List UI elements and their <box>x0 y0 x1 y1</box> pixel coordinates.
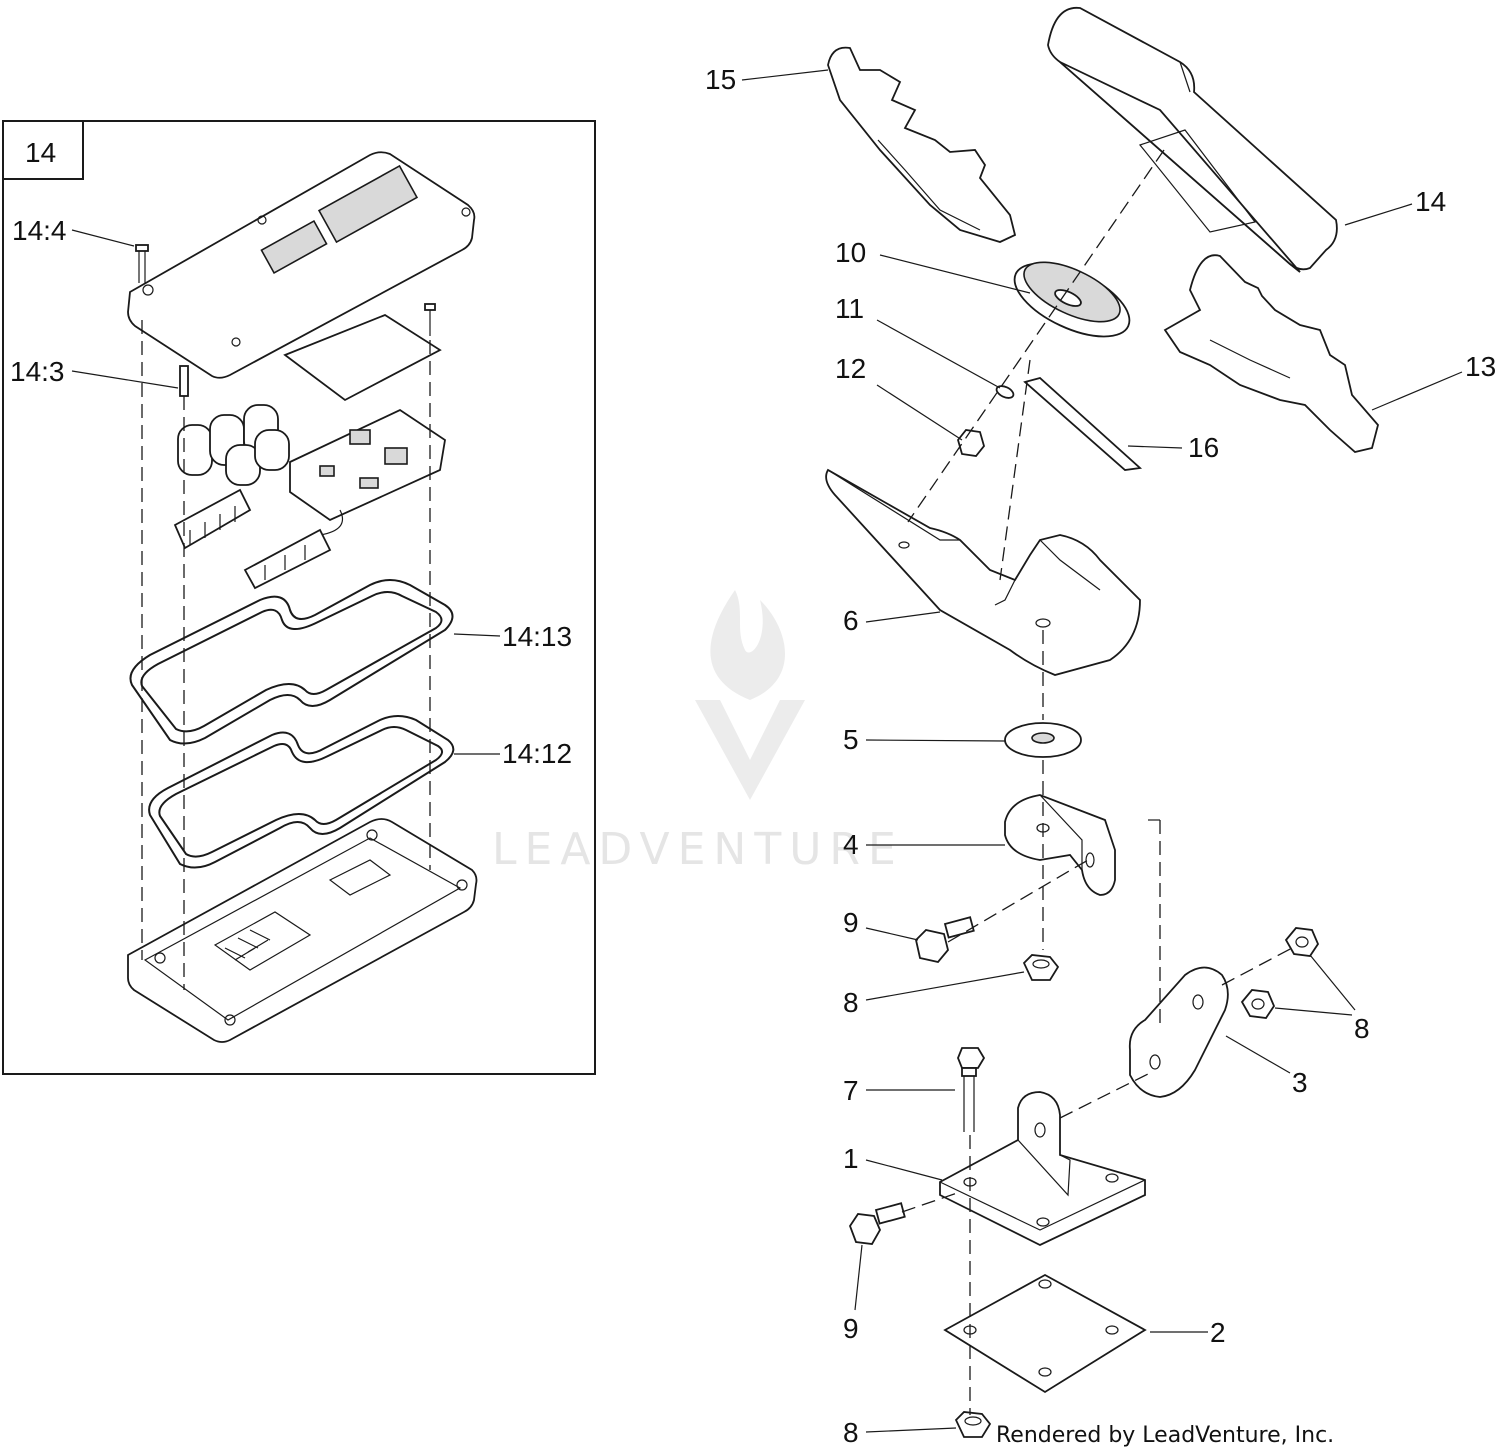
inset-circuit-board <box>289 408 446 536</box>
callouts: 15 14 10 11 12 16 13 6 5 4 9 8 8 3 7 1 9… <box>705 64 1496 1448</box>
part-6-bracket <box>825 468 1141 676</box>
callout-14: 14 <box>1415 186 1446 217</box>
part-7-bolt <box>957 1047 986 1132</box>
inset-screw-14-4 <box>135 244 149 283</box>
part-10-disc <box>1013 261 1131 338</box>
callout-11: 11 <box>835 293 864 324</box>
watermark-text: LEADVENTURE <box>492 824 904 875</box>
callout-10: 10 <box>835 237 866 268</box>
callout-16: 16 <box>1188 432 1219 463</box>
callout-6: 6 <box>843 605 859 636</box>
part-2-plate <box>943 1273 1147 1394</box>
callout-9: 9 <box>843 907 859 938</box>
inset-callout-14-4: 14:4 <box>12 215 67 246</box>
part-3-plate <box>1128 966 1229 1098</box>
part-1-base <box>939 1091 1146 1247</box>
inset-base <box>127 818 478 1043</box>
part-14-display <box>1047 7 1338 273</box>
part-15-bracket <box>827 46 1017 243</box>
inset-shield <box>283 313 442 402</box>
inset-cover <box>127 151 476 379</box>
part-13-bracket <box>1163 254 1379 453</box>
inset-gasket-14-12 <box>148 715 455 869</box>
inset-pin-14-3 <box>179 365 189 397</box>
inset-box-label: 14 <box>25 137 56 168</box>
callout-12: 12 <box>835 353 866 384</box>
callout-8-bottom: 8 <box>843 1417 859 1448</box>
callout-7: 7 <box>843 1075 859 1106</box>
inset-callout-14-12: 14:12 <box>502 738 572 769</box>
part-9-bolt-upper <box>915 916 975 963</box>
callout-4: 4 <box>843 829 859 860</box>
leader-lines <box>741 69 1463 1433</box>
callout-8: 8 <box>843 987 859 1018</box>
footer-credit: Rendered by LeadVenture, Inc. <box>996 1423 1334 1448</box>
callout-5: 5 <box>843 724 859 755</box>
inset-callout-14-3: 14:3 <box>10 356 65 387</box>
watermark: LEADVENTURE <box>492 590 904 875</box>
part-8-nut-right-a <box>1284 927 1320 957</box>
part-12-nut <box>957 429 985 457</box>
callout-15: 15 <box>705 64 736 95</box>
part-11-washer <box>995 385 1015 399</box>
inset-callout-14-13: 14:13 <box>502 621 572 652</box>
callout-13: 13 <box>1465 351 1496 382</box>
part-8-nut-right-b <box>1240 989 1276 1019</box>
callout-1: 1 <box>843 1143 859 1174</box>
part-8-nut-bottom <box>954 1411 992 1438</box>
callout-9-lower: 9 <box>843 1313 859 1344</box>
part-9-bolt-lower <box>848 1202 906 1245</box>
inset-capacitors <box>177 404 290 486</box>
part-5-washer <box>1004 722 1082 758</box>
part-4-bracket <box>1004 794 1116 896</box>
part-16-plate <box>1023 377 1143 471</box>
inset-screw-right <box>424 303 436 336</box>
callout-3: 3 <box>1292 1067 1308 1098</box>
callout-8-right: 8 <box>1354 1013 1370 1044</box>
part-8-nut-upper <box>1022 954 1060 981</box>
inset-connectors <box>173 488 332 590</box>
callout-2: 2 <box>1210 1317 1226 1348</box>
inset-panel: 14 <box>2 120 596 1075</box>
inset-gasket-14-13 <box>129 579 454 745</box>
assembly-guides <box>901 149 1293 1415</box>
